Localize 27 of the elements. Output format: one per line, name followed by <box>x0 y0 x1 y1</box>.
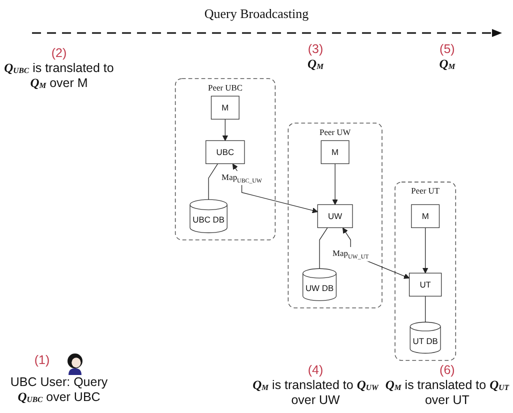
annotation-text: Q$_{UBC}$ is translated to Q$_{M}$ over M <box>3 61 115 91</box>
node-box: M <box>210 96 240 120</box>
node-box: M <box>320 140 350 164</box>
edge-label: Map$_{UW_UT}$ <box>332 248 369 260</box>
step-number: (1) <box>34 353 50 368</box>
arrow <box>332 163 338 205</box>
step-number: (3) <box>308 42 324 57</box>
connector <box>208 163 218 200</box>
arrow <box>222 118 228 141</box>
step-number: (6) <box>440 363 455 378</box>
step-number: (2) <box>51 46 67 61</box>
step-number: (4) <box>308 363 324 378</box>
annotation-text: Q$_{M}$ <box>439 57 456 72</box>
step-number: (5) <box>440 42 455 57</box>
annotation-text: Q$_{M}$ <box>308 57 324 72</box>
connector <box>425 296 426 322</box>
annotation-text: Q$_{M}$ is translated to Q$_{UT}$ over UT <box>384 378 510 408</box>
arrow <box>422 227 428 274</box>
node-box: UT <box>408 272 442 297</box>
edge-label: Map$_{UBC_UW}$ <box>222 172 262 184</box>
annotation-text: Q$_{M}$ is translated to Q$_{UW}$ over UW <box>252 378 380 408</box>
node-box: UW <box>317 204 353 228</box>
annotation-text: UBC User: Query Q$_{UBC}$ over UBC <box>9 375 109 405</box>
node-box: UBC <box>206 140 245 164</box>
connector <box>319 227 328 269</box>
arrow-caption: Query Broadcasting <box>204 6 309 22</box>
node-box: M <box>411 204 440 228</box>
